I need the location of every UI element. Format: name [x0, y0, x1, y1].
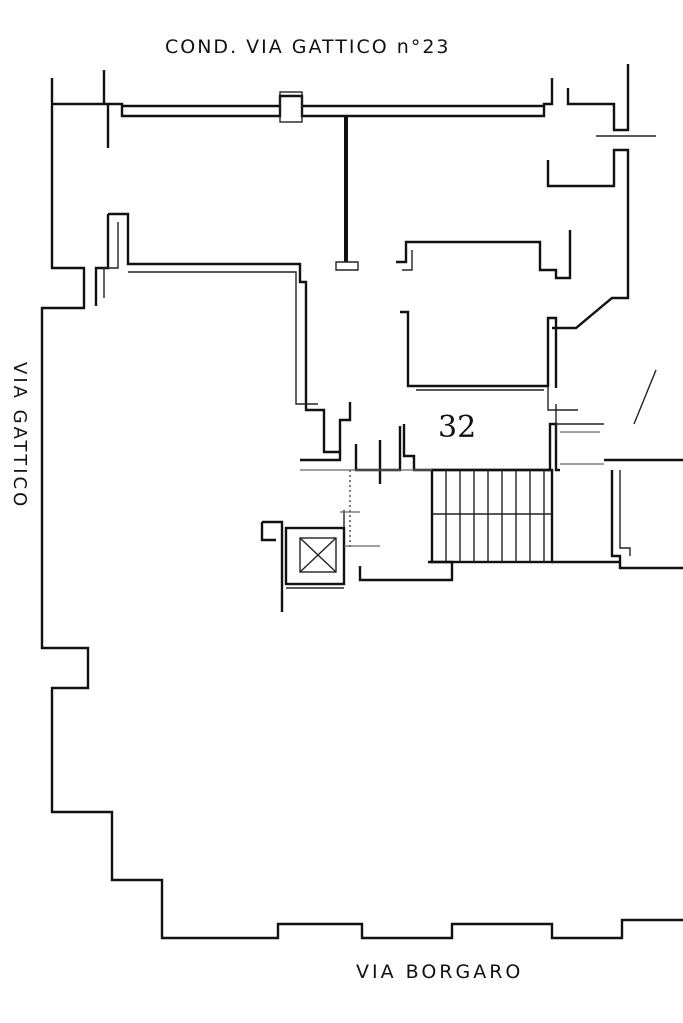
top-boundary-wall-inner [102, 70, 544, 108]
unit-32-tick [555, 404, 604, 440]
top-street-label: COND. VIA GATTICO n°23 [165, 36, 451, 58]
elevator-shaft [260, 510, 346, 612]
right-corridor-wall-inner [619, 470, 631, 556]
upper-room-wall-inner [402, 250, 578, 411]
left-apartment-wall [94, 212, 342, 462]
corridor-wall [338, 402, 402, 484]
left-street-label: VIA GATTICO [9, 362, 30, 509]
right-diagonal-line [633, 369, 657, 425]
unit-32-wall [402, 422, 560, 472]
staircase [358, 468, 620, 582]
upper-right-wall [546, 64, 630, 330]
left-apartment-wall-inner [103, 222, 318, 405]
outer-boundary-wall [40, 78, 683, 940]
unit-number-label: 32 [438, 410, 476, 445]
right-dimension-line [560, 431, 604, 465]
interior-wall-foot [335, 261, 359, 271]
dimension-line-horizontal [300, 469, 432, 547]
upper-room-wall [396, 230, 572, 388]
column-top [279, 91, 303, 123]
bottom-street-label: VIA BORGARO [356, 961, 523, 983]
right-corridor-wall [604, 458, 683, 570]
